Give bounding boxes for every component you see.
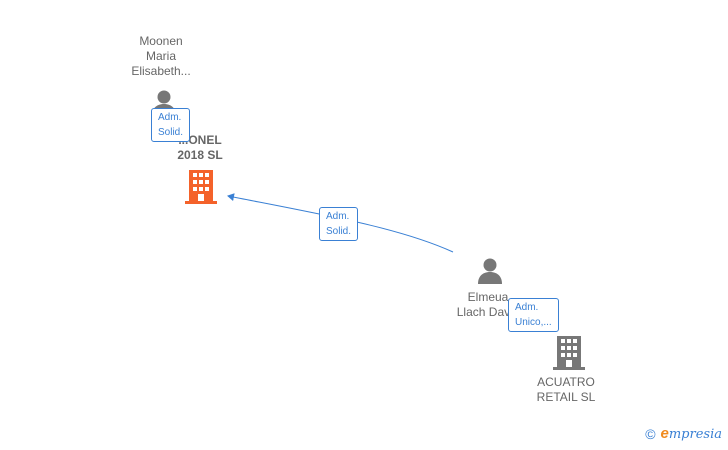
brand-wordmark: empresia	[660, 425, 722, 442]
role-badge-elmeua-acuatro[interactable]: Adm. Unico,...	[508, 298, 559, 332]
copyright-icon: ©	[645, 425, 656, 442]
role-badge-moonen-main[interactable]: Adm. Solid.	[151, 108, 191, 142]
brand-logo: © empresia	[645, 425, 722, 442]
role-badge-elmeua-main[interactable]: Adm. Solid.	[319, 207, 359, 241]
edge-elmeua-to-main	[227, 193, 454, 253]
company-building-icon[interactable]	[185, 170, 217, 209]
company-building-icon[interactable]	[553, 336, 585, 375]
company-name-acuatro[interactable]: ACUATRO RETAIL SL	[536, 375, 596, 404]
person-icon[interactable]	[476, 256, 504, 289]
person-name-moonen[interactable]: Moonen Maria Elisabeth...	[131, 34, 191, 78]
